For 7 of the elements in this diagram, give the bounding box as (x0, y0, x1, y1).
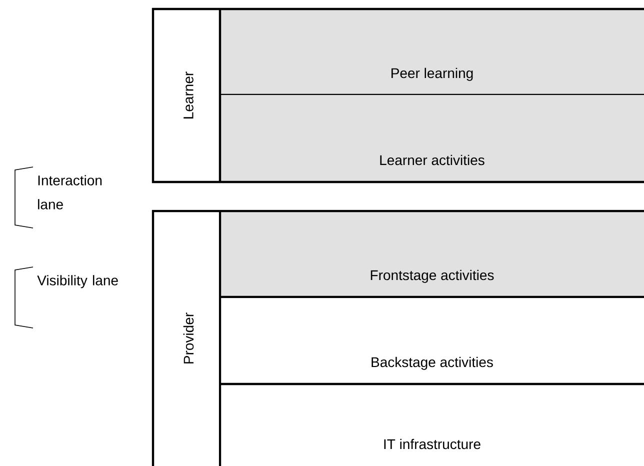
lane-row: Learner activities (220, 95, 644, 182)
lane-label: Interaction lane (38, 175, 102, 210)
lane-row: Backstage activities (220, 356, 644, 386)
lane-row: Frontstage activities (220, 211, 644, 298)
lane-row: Peer learning (220, 9, 644, 96)
lane-row: IT infrastructure (384, 438, 480, 450)
lane-label: Visibility lane (37, 275, 118, 288)
